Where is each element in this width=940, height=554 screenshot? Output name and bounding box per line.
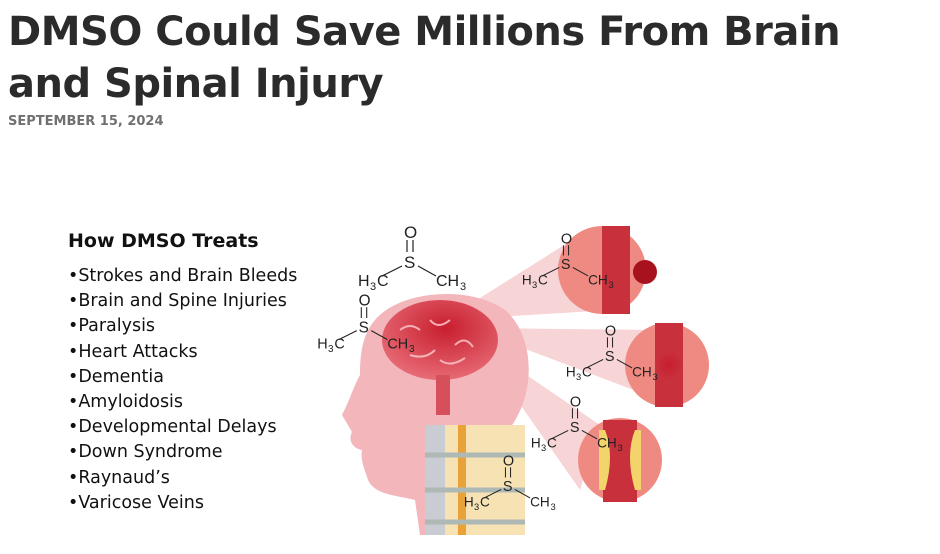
- list-item: •Heart Attacks: [68, 341, 198, 362]
- methyl-label: CH: [588, 272, 608, 287]
- methyl-label: CH: [632, 364, 652, 379]
- methyl-label: C: [377, 273, 389, 290]
- infographic-heading: How DMSO Treats: [68, 230, 259, 252]
- spine-icon: [425, 425, 525, 535]
- oxygen-label: O: [359, 292, 371, 309]
- sulfur-label: S: [561, 257, 571, 273]
- methyl-label: 3: [532, 280, 537, 290]
- oxygen-label: O: [561, 232, 572, 248]
- list-item: •Varicose Veins: [68, 492, 204, 513]
- sulfur-label: S: [359, 319, 369, 336]
- list-item: •Developmental Delays: [68, 417, 277, 438]
- list-item: •Dementia: [68, 366, 164, 387]
- article-title: DMSO Could Save Millions From Brain and …: [8, 9, 841, 107]
- methyl-label: 3: [551, 502, 556, 512]
- vessel-clot-icon: [625, 323, 709, 407]
- methyl-label: CH: [597, 435, 617, 450]
- methyl-label: C: [538, 272, 548, 287]
- methyl-label: H: [566, 364, 576, 379]
- methyl-label: C: [480, 494, 490, 509]
- methyl-label: H: [317, 337, 327, 353]
- methyl-label: CH: [436, 273, 459, 290]
- list-item: •Paralysis: [68, 316, 156, 337]
- methyl-label: 3: [576, 372, 581, 382]
- sulfur-label: S: [570, 420, 580, 436]
- methyl-label: 3: [409, 344, 415, 355]
- methyl-label: 3: [474, 502, 479, 512]
- methyl-label: C: [547, 435, 557, 450]
- list-item: •Down Syndrome: [68, 442, 223, 463]
- methyl-label: 3: [370, 281, 376, 293]
- methyl-label: 3: [460, 281, 466, 293]
- oxygen-label: O: [503, 454, 514, 470]
- vessel-plaque-icon: [578, 418, 662, 502]
- list-item: •Strokes and Brain Bleeds: [68, 266, 298, 286]
- oxygen-label: O: [404, 223, 417, 242]
- oxygen-label: O: [605, 324, 616, 340]
- article-date: SEPTEMBER 15, 2024: [8, 114, 164, 129]
- vessel-bleed-icon: [558, 226, 657, 314]
- sulfur-label: S: [503, 479, 513, 495]
- methyl-label: 3: [653, 372, 658, 382]
- list-item: •Raynaud’s: [68, 467, 170, 488]
- methyl-label: H: [522, 272, 532, 287]
- list-item: •Brain and Spine Injuries: [68, 291, 287, 312]
- list-item: •Amyloidosis: [68, 392, 184, 413]
- brain-icon: [382, 300, 498, 415]
- methyl-label: 3: [609, 280, 614, 290]
- methyl-label: 3: [618, 443, 623, 453]
- sulfur-label: S: [404, 253, 415, 272]
- methyl-label: H: [531, 435, 541, 450]
- methyl-label: H: [358, 273, 370, 290]
- oxygen-label: O: [570, 395, 581, 411]
- methyl-label: C: [334, 337, 344, 353]
- treatment-list: •Strokes and Brain Bleeds •Brain and Spi…: [68, 264, 297, 516]
- methyl-label: H: [464, 494, 474, 509]
- methyl-label: 3: [328, 344, 334, 355]
- methyl-label: 3: [541, 443, 546, 453]
- methyl-label: CH: [387, 337, 408, 353]
- methyl-label: CH: [530, 494, 550, 509]
- sulfur-label: S: [605, 349, 615, 365]
- methyl-label: C: [582, 364, 592, 379]
